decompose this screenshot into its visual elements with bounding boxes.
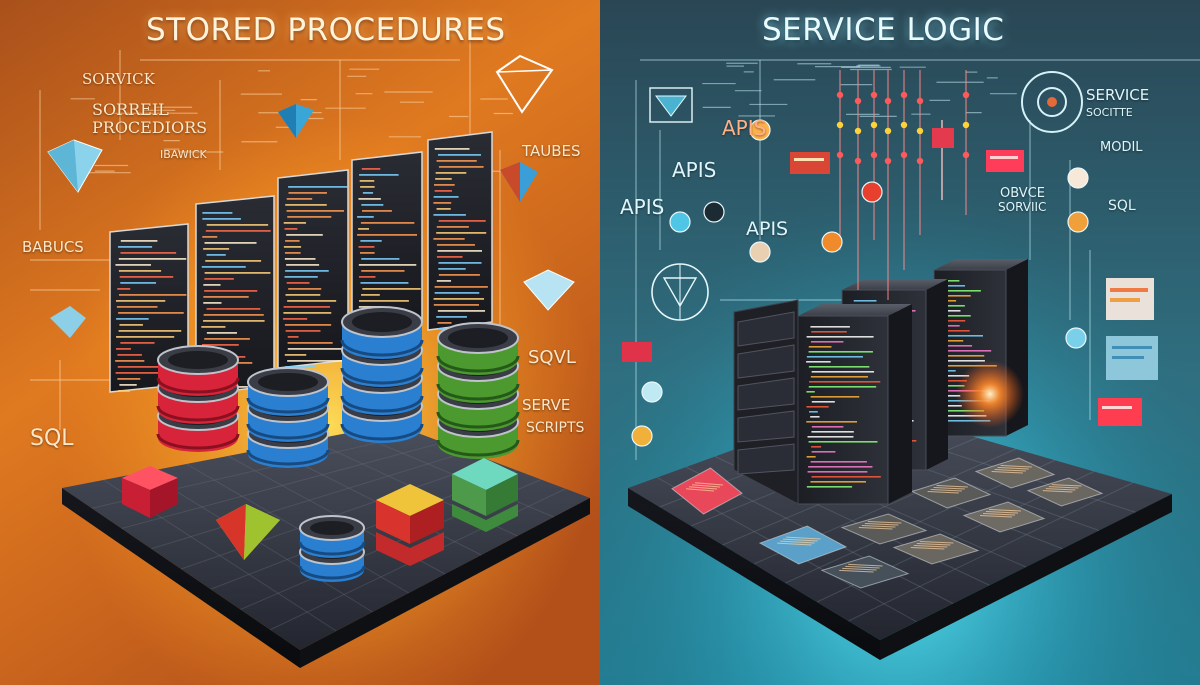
crystal-icon [278, 104, 314, 138]
flag-icon [932, 120, 954, 200]
label-small-mid: IBAWICK [160, 148, 207, 161]
code-screens [109, 131, 493, 395]
label-procedures-2: PROCEDIORS [92, 118, 208, 137]
label-babucs: BABUCS [22, 238, 84, 256]
network-icon [651, 263, 709, 321]
label-service-2: SOCITTE [1086, 106, 1133, 119]
light-flare [956, 360, 1024, 428]
database-stacks [156, 306, 520, 582]
left-title: STORED PROCEDURES [146, 12, 506, 48]
server-racks [733, 259, 1028, 505]
label-sql-left: SQL [30, 426, 74, 451]
label-apis-top: APIS [722, 116, 767, 140]
label-sql-right: SQVL [528, 347, 576, 368]
label-modl: MODIL [1100, 140, 1143, 155]
label-tables: TAUBES [522, 142, 581, 160]
label-apis-left: APIS [620, 195, 665, 219]
label-apis-low: APIS [746, 218, 789, 240]
code-panel [1098, 398, 1142, 426]
flag-icon [986, 150, 1024, 172]
label-apis-mid: APIS [672, 158, 717, 182]
label-sorvick: SORVICK [82, 70, 155, 88]
label-procedures-1: SORREIL [92, 100, 169, 119]
flag-icon [790, 152, 830, 174]
green-block [452, 458, 518, 532]
diamond-icon [495, 54, 554, 114]
red-yellow-block [376, 484, 444, 566]
crystal-icon [47, 139, 103, 193]
status-dots [631, 70, 1089, 447]
code-panel [1106, 336, 1158, 380]
code-panel [1106, 278, 1154, 320]
gear-icon [1021, 71, 1083, 133]
label-scripts: SCRIPTS [526, 420, 585, 436]
network-icon [649, 87, 693, 123]
label-obvc-2: SORVIIC [998, 200, 1047, 214]
crystal-icon [50, 306, 86, 338]
crystal-icon [523, 269, 575, 311]
label-service-1: SERVICE [1086, 86, 1150, 104]
label-obvc-1: OBVCE [1000, 186, 1045, 201]
triangle-block [216, 504, 280, 560]
left-decorations [30, 40, 531, 430]
flag-icon [622, 342, 652, 362]
label-sql-right-side: SQL [1108, 198, 1136, 214]
crystal-icon [500, 162, 538, 202]
red-block [122, 466, 178, 518]
data-tiles [671, 457, 1104, 589]
label-serve: SERVE [522, 396, 571, 414]
right-title: SERVICE LOGIC [762, 12, 1005, 48]
